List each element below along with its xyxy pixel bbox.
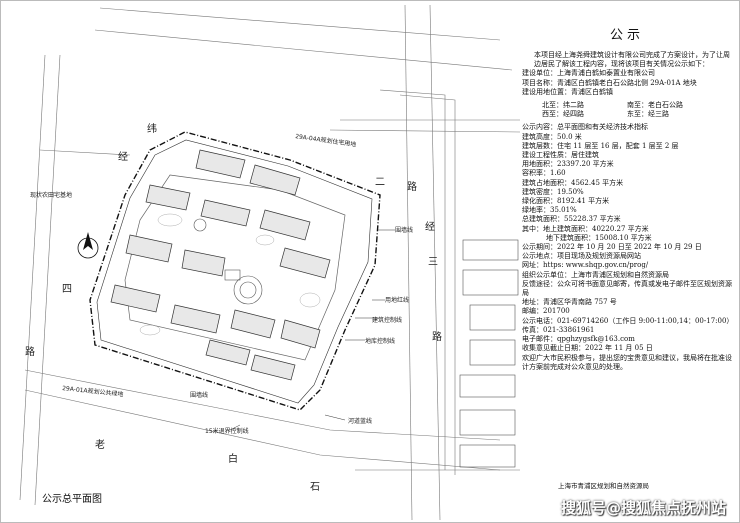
notice-bounds-row-1: 北至：纬二路 南至：老白石公路 (522, 101, 732, 110)
road-label-lao: 老 (95, 438, 105, 451)
notice-below-ground: 地下建筑面积：15008.10 平方米 (546, 233, 652, 242)
notice-floors: 建筑层数：住宅 11 层至 16 层，配套 1 层至 2 层 (522, 141, 679, 150)
notice-land-area: 用地面积：23397.20 平方米 (522, 160, 614, 169)
notice-density: 建筑密度：19.50% (522, 187, 584, 196)
road-label-lu-right: 路 (407, 180, 417, 193)
notice-location: 建设用地位置：青浦区白鹤镇 (522, 87, 613, 96)
notice-south: 南至：老白石公路 (627, 101, 683, 110)
road-label-lu-west: 路 (25, 345, 35, 358)
public-notice-panel: 公示 本项目经上海尧舜建筑设计有限公司完成了方案设计，为了让周边居民了解该工程内… (522, 24, 734, 372)
road-label-wei: 纬 (147, 122, 157, 135)
notice-nature: 建设工程性质：居住建筑 (522, 151, 599, 160)
central-plaza (193, 218, 263, 305)
notice-total-area: 总建筑面积：55228.37 平方米 (522, 215, 621, 224)
adjacent-buildings (459, 239, 519, 468)
road-label-si: 四 (62, 284, 72, 295)
notice-west: 西至：经四路 (542, 110, 584, 119)
notice-period: 公示期间：2022 年 10 月 20 日至 2022 年 10 月 29 日 (522, 243, 702, 252)
label-bottom-wall: 围墙线 (190, 391, 208, 399)
notice-body: 本项目经上海尧舜建筑设计有限公司完成了方案设计，为了让周边居民了解该工程内容，现… (522, 51, 734, 372)
road-label-lu-east: 路 (432, 330, 442, 343)
notice-project: 项目名称：青浦区白鹤镇老白石公路北侧 29A-01A 地块 (522, 78, 697, 87)
notice-far: 容积率：1.60 (522, 169, 566, 178)
notice-org: 组织公示单位：上海市青浦区规划和自然资源局 (522, 270, 669, 279)
label-underground-line: 地库控制线 (365, 337, 395, 345)
notice-above-ground: 其中：地上建筑面积：40220.27 平方米 (522, 224, 649, 233)
north-arrow-icon (77, 232, 99, 259)
notice-deadline: 收集意见截止日期：2022 年 11 月 05 日 (522, 344, 653, 353)
leader-lines (229, 229, 395, 431)
label-wall-line: 围墙线 (395, 226, 413, 234)
road-label-san: 三 (428, 257, 438, 268)
notice-title: 公示 (609, 28, 644, 43)
notice-fax: 传真：021-33861961 (522, 325, 595, 334)
notice-venue: 公示地点：项目现场及规划资源局网站 (522, 252, 641, 261)
notice-phone: 公示电话：021-69714260（工作日 9:00-11:00,14：00-1… (522, 316, 734, 325)
road-label-wei-er: 二 (375, 177, 385, 188)
notice-email[interactable]: 电子邮件：qpghzygsfk@163.com (522, 335, 635, 344)
notice-address: 地址：青浦区华青南路 757 号 (522, 298, 617, 307)
road-label-jing: 经 (425, 220, 435, 233)
road-label-shi: 石 (310, 482, 320, 493)
label-river-line: 河道蓝线 (348, 417, 372, 425)
notice-postcode: 邮编：201700 (522, 307, 570, 316)
site-boundary (89, 131, 381, 411)
notice-feedback: 反馈途径：公众可将书面意见邮寄，传真或发电子邮件至区规划资源局 (522, 279, 732, 298)
road-label-jing-north: 经 (118, 150, 128, 163)
road-label-bai: 白 (228, 452, 238, 465)
label-west-land: 现状农田宅基地 (30, 191, 72, 199)
green-patches (139, 213, 321, 336)
residential-buildings (110, 149, 331, 381)
notice-content-header: 公示内容：总平面图和有关经济技术指标 (522, 123, 648, 132)
notice-bounds-row-2: 西至：经四路 东至：经三路 (522, 110, 732, 119)
notice-green-area: 绿化面积：8192.41 平方米 (522, 197, 610, 206)
label-setback: 15米退界控制线 (205, 427, 249, 435)
notice-green-rate: 绿地率：35.01% (522, 206, 577, 215)
notice-intro: 本项目经上海尧舜建筑设计有限公司完成了方案设计，为了让周边居民了解该工程内容，现… (534, 51, 730, 69)
watermark-text: 搜狐号@搜狐焦点抚州站 (560, 499, 726, 517)
notice-footer-org: 上海市青浦区规划和自然资源局 (558, 482, 649, 490)
notice-closing: 欢迎广大市民积极参与，提出您的宝贵意见和建议，我局将在批准设计方案前完成对公众意… (522, 353, 732, 371)
notice-website[interactable]: 网址：https: www.shqp.gov.cn/prog/ (522, 261, 649, 270)
label-land-line: 用地红线 (385, 296, 409, 304)
notice-builder: 建设单位：上海青浦白鹤如泰置业有限公司 (522, 69, 655, 78)
plan-title: 公示总平面图 (42, 494, 102, 505)
road-lines (19, 4, 521, 521)
notice-east: 东至：经三路 (627, 110, 669, 119)
notice-north: 北至：纬二路 (542, 101, 584, 110)
notice-footprint: 建筑占地面积：4562.45 平方米 (522, 178, 624, 187)
notice-height: 建筑高度：50.0 米 (522, 132, 582, 141)
label-build-line: 建筑控制线 (372, 316, 402, 324)
